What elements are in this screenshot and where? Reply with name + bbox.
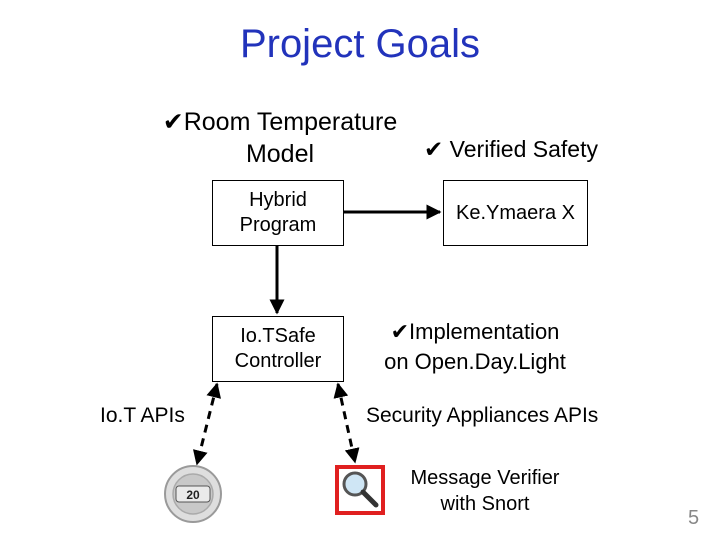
dashed-arrow-controller-thermostat xyxy=(192,382,222,466)
implementation-line1: Implementation xyxy=(409,319,560,344)
message-verifier-line1: Message Verifier xyxy=(410,467,560,489)
implementation-goal: ✔Implementation on Open.Day.Light xyxy=(370,317,580,376)
iot-apis-label: Io.T APIs xyxy=(100,404,185,427)
message-verifier-line2: with Snort xyxy=(440,493,530,515)
controller-line2: Controller xyxy=(234,350,322,372)
hybrid-line1: Hybrid xyxy=(249,189,307,211)
magnifier-icon xyxy=(335,465,385,515)
controller-line1: Io.TSafe xyxy=(240,325,316,347)
checkmark-icon: ✔ xyxy=(390,320,409,345)
iotsafe-controller-box: Io.TSafe Controller xyxy=(212,316,344,382)
message-verifier-label: Message Verifier with Snort xyxy=(395,465,575,517)
keymaera-label: Ke.Ymaera X xyxy=(456,201,575,224)
thermostat-display: 20 xyxy=(186,488,200,502)
page-number: 5 xyxy=(688,507,700,529)
goal-verified-safety-label: Verified Safety xyxy=(449,136,598,162)
keymaera-box: Ke.Ymaera X xyxy=(443,180,588,246)
dashed-arrow-controller-magnifier xyxy=(333,382,360,464)
security-apis-label: Security Appliances APIs xyxy=(366,404,599,427)
checkmark-icon: ✔ xyxy=(424,137,444,163)
implementation-line2: on Open.Day.Light xyxy=(384,349,566,374)
goal-room-line1: Room Temperature xyxy=(183,108,398,136)
goal-room-temperature-model: ✔Room Temperature Model xyxy=(145,106,415,170)
goal-verified-safety: ✔ Verified Safety xyxy=(424,136,598,163)
goal-room-line2: Model xyxy=(245,140,315,168)
hybrid-program-box: Hybrid Program xyxy=(212,180,344,246)
slide-title: Project Goals xyxy=(239,22,481,66)
hybrid-line2: Program xyxy=(239,214,317,236)
checkmark-icon: ✔ xyxy=(162,107,184,136)
thermostat-icon: 20 xyxy=(164,465,222,523)
